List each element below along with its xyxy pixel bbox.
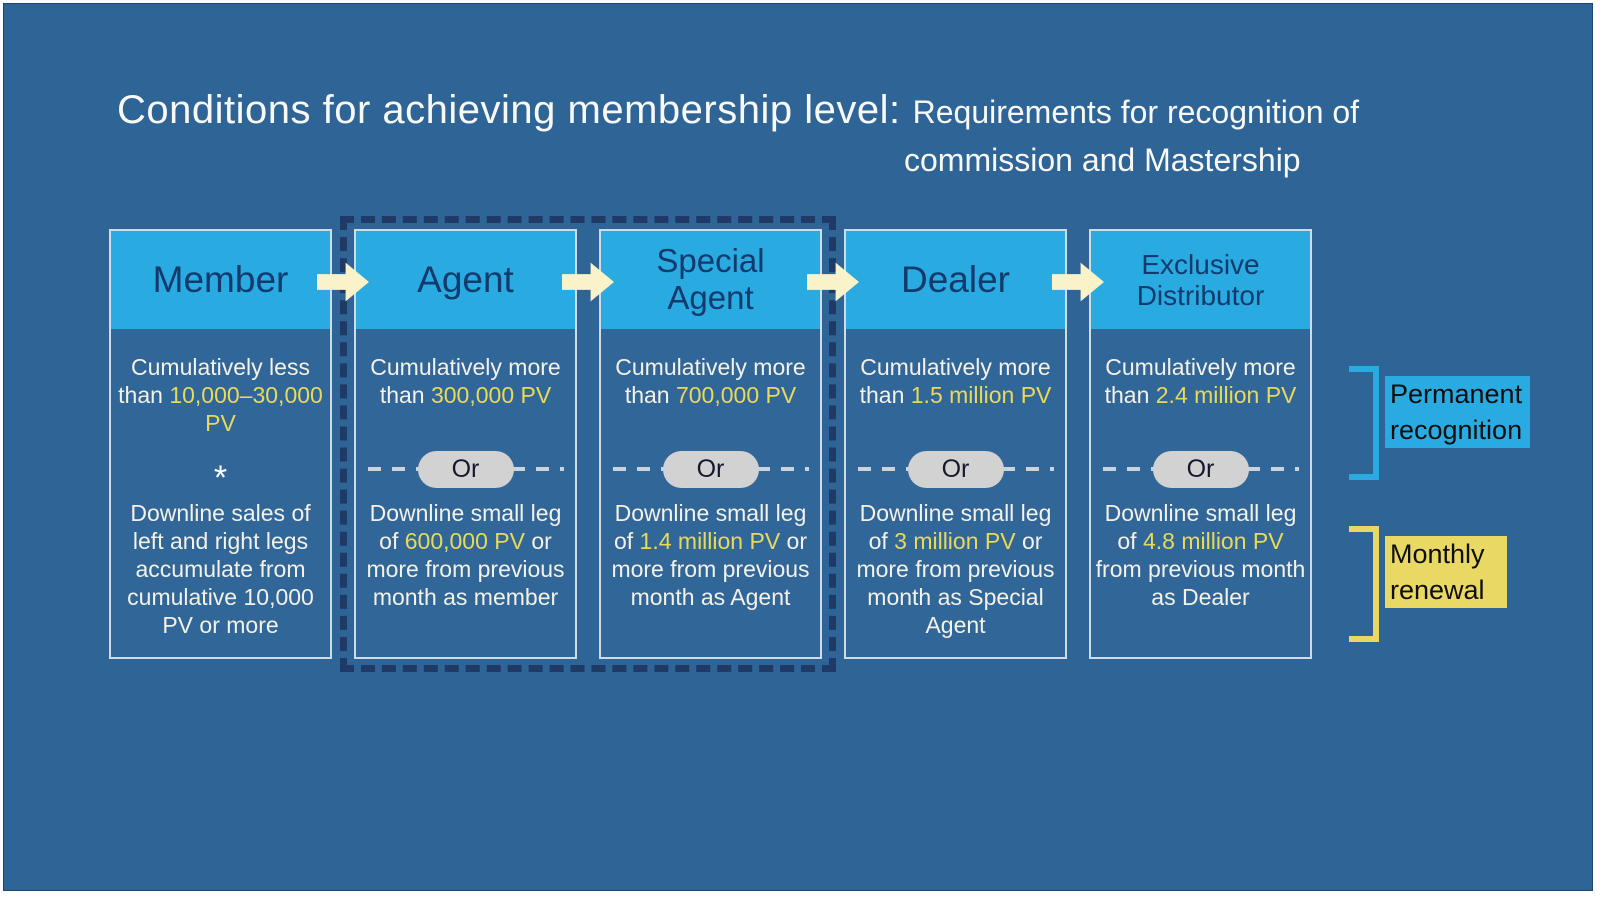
dash-line-icon	[367, 467, 420, 471]
dash-line-icon	[857, 467, 910, 471]
level-column-agent: Agent Cumulatively more than 300,000 PV …	[354, 229, 577, 659]
or-pill: Or	[417, 450, 514, 488]
page-title-sub-line2: commission and Mastership	[904, 142, 1301, 178]
downline-requirement: Downline small leg of 1.4 million PV or …	[611, 500, 810, 610]
level-column-member: Member Cumulatively less than 10,000–30,…	[109, 229, 332, 659]
downline-requirement: Downline small leg of 3 million PV or mo…	[856, 500, 1055, 638]
level-header-special-agent: Special Agent	[601, 231, 820, 329]
permanent-recognition-label: Permanent recognition	[1385, 376, 1531, 448]
cumulative-requirement: Cumulatively more than 300,000 PV	[370, 354, 561, 408]
dash-line-icon	[612, 467, 665, 471]
cumulative-requirement: Cumulatively less than 10,000–30,000 PV	[118, 354, 323, 436]
page-title-sub: Requirements for recognition of	[912, 94, 1360, 130]
dash-line-icon	[1102, 467, 1155, 471]
or-pill: Or	[907, 450, 1004, 488]
level-name: Special Agent	[656, 242, 765, 316]
label-line: renewal	[1385, 572, 1507, 608]
level-header-agent: Agent	[356, 231, 575, 329]
level-header-member: Member	[111, 231, 330, 329]
level-body-exclusive-distributor: Cumulatively more than 2.4 million PV Or…	[1091, 329, 1310, 657]
dash-line-icon	[1001, 467, 1054, 471]
cumulative-requirement: Cumulatively more than 1.5 million PV	[859, 354, 1052, 408]
level-column-exclusive-distributor: Exclusive Distributor Cumulatively more …	[1089, 229, 1312, 659]
or-pill: Or	[662, 450, 759, 488]
level-column-special-agent: Special Agent Cumulatively more than 700…	[599, 229, 822, 659]
level-body-agent: Cumulatively more than 300,000 PV Or Dow…	[356, 329, 575, 657]
level-name: Exclusive Distributor	[1136, 248, 1265, 311]
cumulative-requirement: Cumulatively more than 2.4 million PV	[1104, 354, 1297, 408]
downline-requirement: Downline sales of left and right legs ac…	[127, 500, 314, 638]
level-name: Agent	[417, 259, 514, 301]
label-line: Permanent	[1385, 376, 1531, 412]
or-divider: Or	[1091, 449, 1310, 489]
level-name: Dealer	[901, 259, 1010, 301]
cumulative-requirement: Cumulatively more than 700,000 PV	[615, 354, 806, 408]
or-divider: Or	[846, 449, 1065, 489]
or-divider: Or	[601, 449, 820, 489]
level-header-dealer: Dealer	[846, 231, 1065, 329]
label-line: Monthly	[1385, 536, 1507, 572]
permanent-recognition-bracket-icon	[1349, 366, 1379, 480]
dash-line-icon	[511, 467, 564, 471]
level-body-member: Cumulatively less than 10,000–30,000 PV …	[111, 329, 330, 657]
level-column-dealer: Dealer Cumulatively more than 1.5 millio…	[844, 229, 1067, 659]
monthly-renewal-label: Monthly renewal	[1385, 536, 1507, 608]
monthly-renewal-bracket-icon	[1349, 526, 1379, 642]
level-name: Member	[152, 259, 289, 301]
page-title: Conditions for achieving membership leve…	[117, 88, 1359, 133]
dash-line-icon	[1246, 467, 1299, 471]
or-pill: Or	[1152, 450, 1249, 488]
infographic-canvas: Conditions for achieving membership leve…	[3, 3, 1593, 891]
downline-requirement: Downline small leg of 600,000 PV or more…	[366, 500, 565, 610]
page-title-main: Conditions for achieving membership leve…	[117, 88, 901, 132]
level-header-exclusive-distributor: Exclusive Distributor	[1091, 231, 1310, 329]
or-divider: Or	[356, 449, 575, 489]
level-body-dealer: Cumulatively more than 1.5 million PV Or…	[846, 329, 1065, 657]
label-line: recognition	[1385, 412, 1531, 448]
downline-requirement: Downline small leg of 4.8 million PV fro…	[1095, 500, 1306, 610]
dash-line-icon	[756, 467, 809, 471]
agent-group-dashed-frame	[340, 216, 836, 672]
asterisk-divider: *	[213, 459, 228, 497]
level-body-special-agent: Cumulatively more than 700,000 PV Or Dow…	[601, 329, 820, 657]
